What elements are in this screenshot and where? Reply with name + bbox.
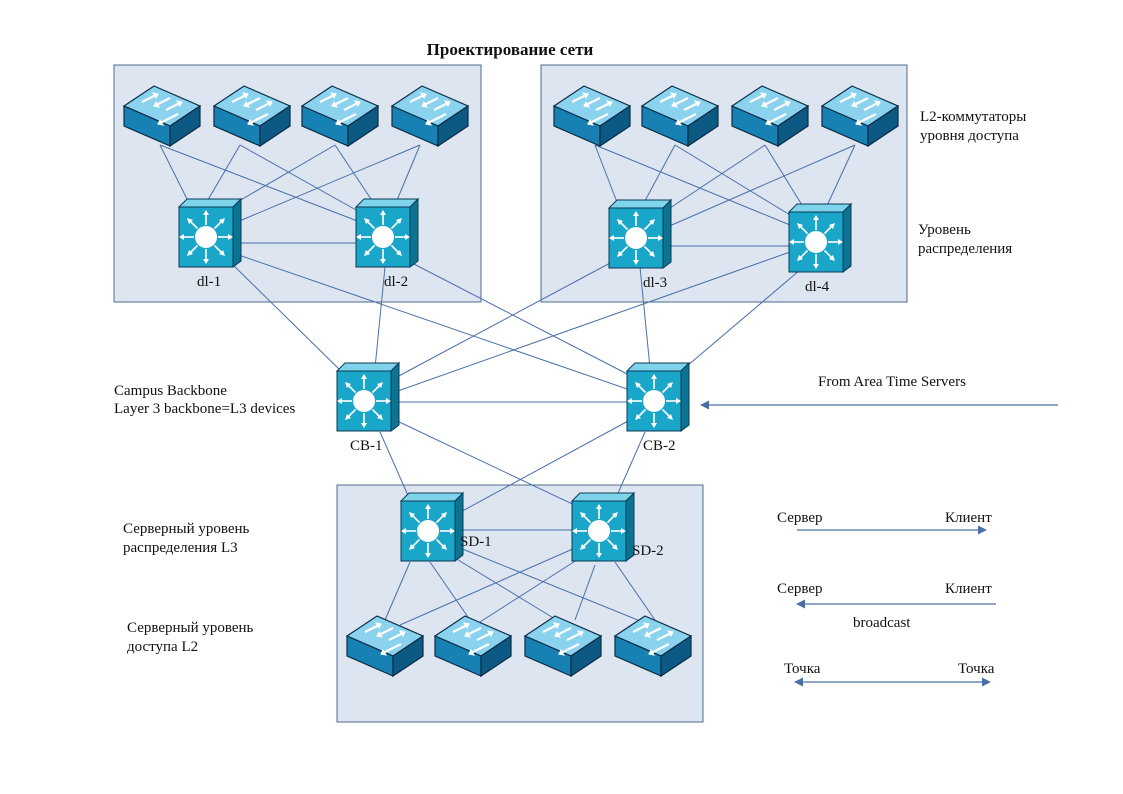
legend-row3-right: Точка [958, 661, 995, 677]
links-access-right [594, 144, 856, 229]
backbone-label-line2: Layer 3 backbone=L3 devices [114, 401, 295, 417]
backbone-label-line1: Campus Backbone [114, 383, 227, 399]
legend-row2-right: Клиент [945, 581, 992, 597]
dl-4-switch-icon [788, 203, 852, 273]
links-distribution [232, 242, 790, 247]
dl-3-switch-icon [608, 199, 672, 269]
legend-row1-right: Клиент [945, 510, 992, 526]
dl-1-switch-icon [178, 198, 242, 268]
links-server-access [384, 547, 656, 626]
access-layer-label-line2: уровня доступа [920, 128, 1019, 144]
server-access-label-line1: Серверный уровень [127, 620, 254, 636]
sd-1-switch-icon [400, 492, 464, 562]
legend-row3-left: Точка [784, 661, 821, 677]
dl-1-label: dl-1 [197, 274, 221, 290]
server-zone [336, 484, 704, 723]
legend-row1-left: Сервер [777, 510, 823, 526]
links-backbone-server [379, 419, 646, 516]
sd-2-switch-icon [571, 492, 635, 562]
dl-2-label: dl-2 [384, 274, 408, 290]
links-distribution-backbone [229, 251, 801, 393]
sd-1-label: SD-1 [460, 534, 492, 550]
server-access-label-line2: доступа L2 [127, 639, 198, 655]
cb-2-switch-icon [626, 362, 690, 432]
distribution-layer-label-line2: распределения [918, 241, 1012, 257]
server-distribution-label-line2: распределения L3 [123, 540, 238, 556]
cb-2-label: CB-2 [643, 438, 676, 454]
dl-4-label: dl-4 [805, 279, 830, 295]
dl-2-switch-icon [355, 198, 419, 268]
access-layer-label-line1: L2-коммутаторы [920, 109, 1026, 125]
cb-1-switch-icon [336, 362, 400, 432]
legend-row2-left: Сервер [777, 581, 823, 597]
time-servers-label: From Area Time Servers [818, 374, 966, 390]
diagram-title: Проектирование сети [427, 40, 594, 59]
server-distribution-label-line1: Серверный уровень [123, 521, 250, 537]
dl-3-label: dl-3 [643, 275, 667, 291]
cb-1-label: CB-1 [350, 438, 383, 454]
links-access-left [159, 144, 421, 226]
sd-2-label: SD-2 [632, 543, 664, 559]
legend-broadcast-caption: broadcast [853, 615, 911, 631]
legend: Сервер Клиент Сервер Клиент broadcast То… [777, 510, 996, 687]
distribution-layer-label-line1: Уровень [918, 222, 971, 238]
